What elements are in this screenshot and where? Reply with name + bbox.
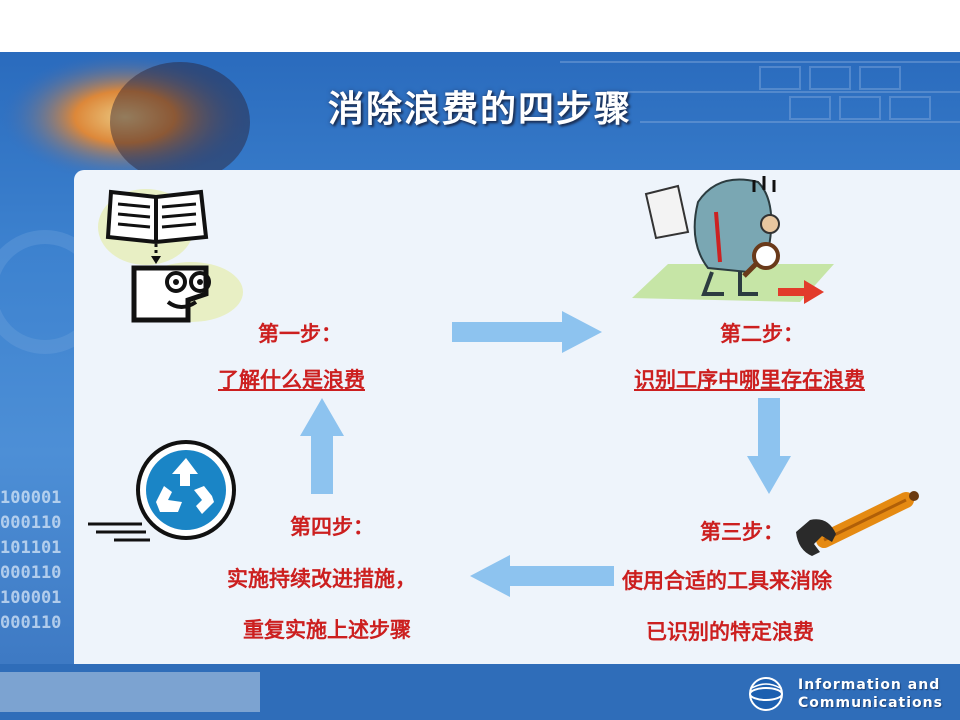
step4-line2: 重复实施上述步骤 — [243, 618, 411, 642]
binary-line: 100001 — [0, 488, 62, 508]
step2-text: 识别工序中哪里存在浪费 — [634, 368, 865, 392]
step1-title: 第一步： — [258, 322, 342, 346]
background-decoration — [0, 52, 960, 720]
step3-title: 第三步： — [700, 520, 784, 544]
globe-icon — [749, 677, 783, 711]
step4-title: 第四步： — [290, 515, 374, 539]
step4-line1: 实施持续改进措施， — [227, 567, 416, 591]
footer-line2: Communications — [798, 695, 943, 711]
arrow-right-icon — [452, 311, 602, 353]
arrow-up-icon — [300, 398, 344, 494]
step3-line2: 已识别的特定浪费 — [646, 620, 814, 644]
binary-line: 101101 — [0, 538, 62, 558]
inspector-magnifier-icon — [632, 176, 834, 304]
arrow-left-icon — [470, 555, 614, 597]
book-head-icon — [98, 189, 243, 323]
slide-title: 消除浪费的四步骤 — [327, 89, 632, 130]
binary-line: 000110 — [0, 563, 62, 583]
binary-line: 000110 — [0, 513, 62, 533]
footer-brand: Information and Communications — [798, 676, 958, 712]
arrow-down-icon — [747, 398, 791, 494]
recycle-icon — [88, 440, 236, 542]
binary-line: 100001 — [0, 588, 62, 608]
footer-line1: Information and — [798, 677, 941, 693]
wrench-icon — [796, 491, 919, 556]
step1-text: 了解什么是浪费 — [218, 368, 365, 392]
step2-title: 第二步： — [720, 322, 804, 346]
binary-line: 000110 — [0, 613, 62, 633]
binary-decoration: 100001 000110 101101 000110 100001 00011… — [0, 486, 80, 636]
step3-line1: 使用合适的工具来消除 — [622, 569, 832, 593]
